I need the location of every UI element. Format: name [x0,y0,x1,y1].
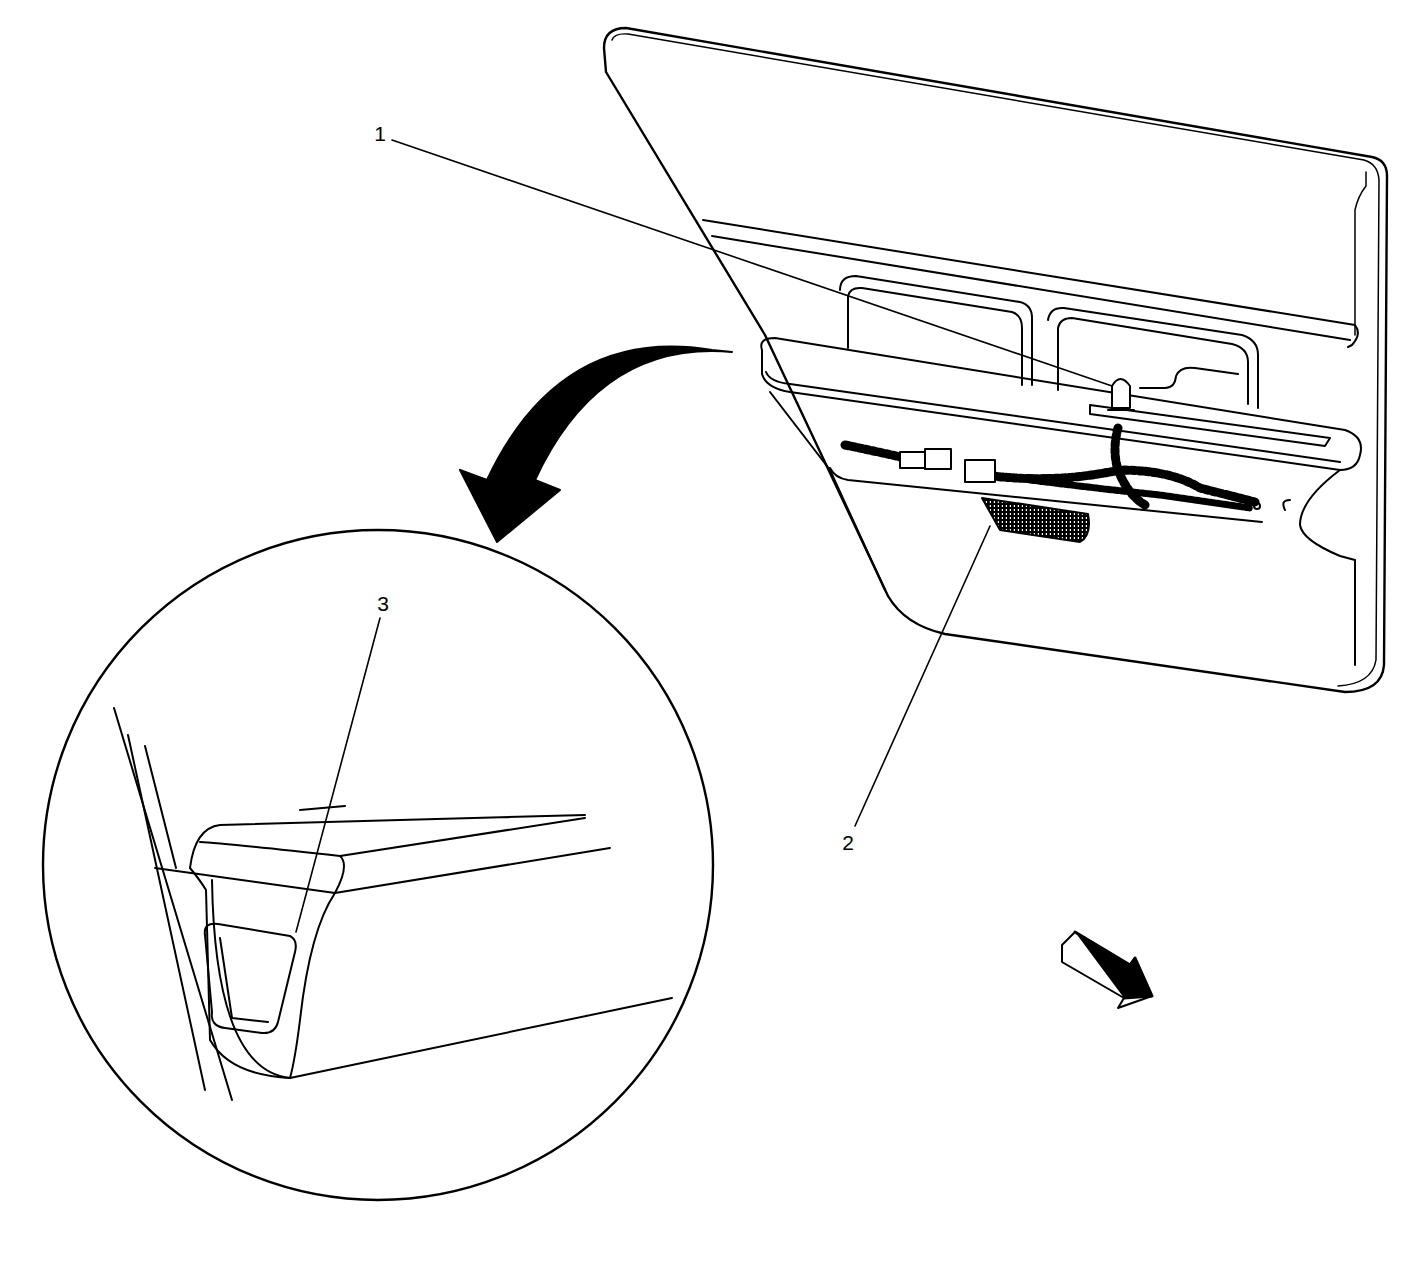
view-arrow [460,347,732,542]
detail-circle [43,530,713,1200]
detail-view [114,708,672,1100]
pocket [1048,308,1258,408]
pocket-tab [1140,368,1238,388]
wire-harness [845,428,1255,505]
callout-number: 1 [372,122,388,145]
connector [965,460,995,482]
connector [900,452,928,468]
upper-strip [703,220,1358,347]
panel-edge [1355,172,1366,335]
sound-pad [982,498,1089,542]
leader-line [392,140,1112,386]
door-panel [604,28,1387,692]
armrest-slot [1090,405,1330,446]
lower-trim [770,392,1355,665]
switch-clip [1108,379,1134,410]
callout-number: 2 [840,831,856,854]
direction-arrow [1062,932,1152,1008]
pocket [840,276,1032,385]
wire-end [1254,503,1260,509]
leader-line [855,526,990,826]
wire-harness [1030,480,1250,508]
connector [925,449,951,469]
callout-number: 3 [375,592,391,615]
panel-edge [612,34,1379,686]
